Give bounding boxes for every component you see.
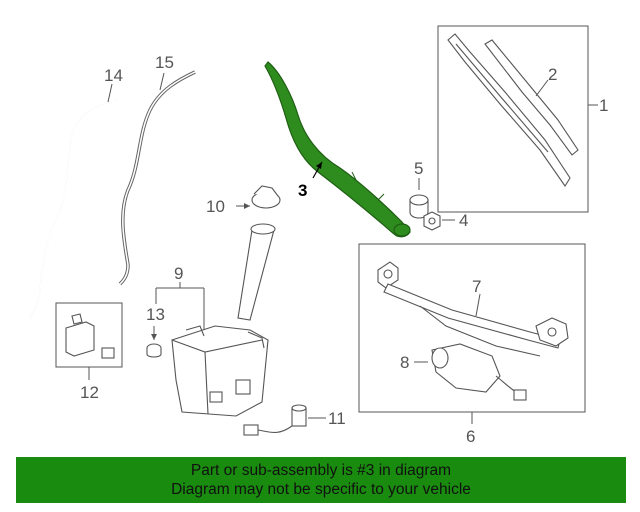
banner-line-2: Diagram may not be specific to your vehi… [171,481,471,498]
callout-2: 2 [548,65,557,84]
callout-14: 14 [104,66,123,85]
banner-line-1: Part or sub-assembly is #3 in diagram [190,462,452,479]
grommet-13: 13 [146,305,165,358]
callout-11: 11 [328,409,346,428]
nut-4: 4 [423,211,468,231]
callout-4: 4 [459,211,468,230]
callout-7: 7 [472,277,481,296]
callout-3: 3 [298,181,307,200]
level-sensor-11: 11 [243,404,346,436]
wiper-arm-3: 3 [264,61,411,238]
callout-8: 8 [400,353,409,372]
callout-13: 13 [146,305,165,324]
washer-hose-15: 15 [118,53,196,286]
callout-1: 1 [599,96,608,115]
wiper-linkage-group-6: 7 8 6 [358,243,586,446]
cap-5: 5 [409,159,429,219]
wiper-blade-group-1: 2 1 [437,25,608,213]
callout-6: 6 [466,427,475,446]
info-banner: Part or sub-assembly is #3 in diagram Di… [16,457,626,503]
callout-12: 12 [80,383,99,402]
callout-9: 9 [174,264,183,283]
washer-hose-14: 14 [29,66,123,319]
washer-pump-12: 12 [55,302,123,402]
callout-10: 10 [206,197,225,216]
callout-5: 5 [414,159,423,178]
reservoir-cap-10: 10 [206,185,281,216]
washer-reservoir-9: 9 [155,223,276,417]
callout-15: 15 [155,53,174,72]
